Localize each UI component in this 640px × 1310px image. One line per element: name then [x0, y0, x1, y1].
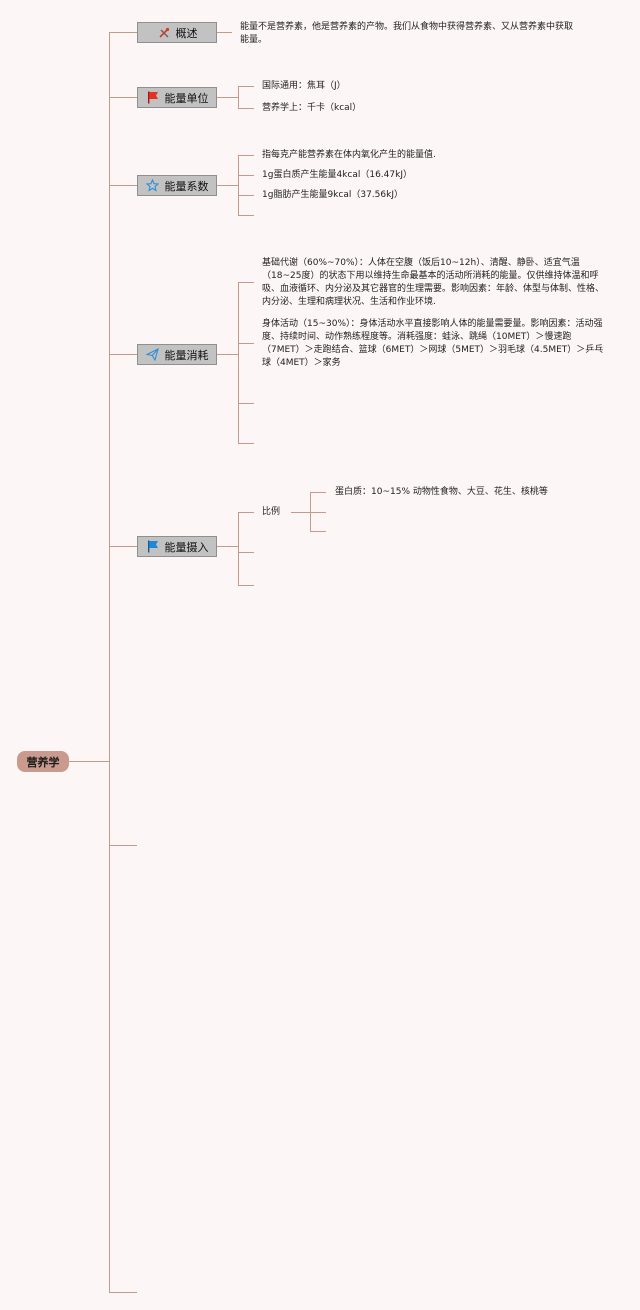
red-flag-icon: [146, 91, 160, 105]
paper-plane-icon: [146, 348, 160, 362]
coefficient-definition: 指每克产能营养素在体内氧化产生的能量值.: [262, 150, 436, 160]
blue-flag-icon: [146, 540, 160, 554]
intake-protein-ratio: 蛋白质：10~15% 动物性食物、大豆、花生、核桃等: [335, 487, 548, 497]
topic-label: 能量摄入: [164, 540, 209, 554]
coefficient-fat: 1g脂肪产生能量9kcal（37.56kJ）: [262, 190, 403, 200]
topic-energy-coefficient[interactable]: 能量系数: [137, 175, 217, 196]
overview-note: 能量不是营养素，他是营养素的产物。我们从食物中获得营养素、又从营养素中获取能量。: [240, 22, 574, 45]
topic-energy-intake[interactable]: 能量摄入: [137, 536, 217, 557]
tools-icon: [157, 26, 171, 40]
topic-label: 能量系数: [164, 179, 209, 193]
physical-activity-note: 身体活动（15~30%）：身体活动水平直接影响人体的能量需要量。影响因素：活动强…: [262, 319, 604, 368]
topic-energy-unit[interactable]: 能量单位: [137, 87, 217, 108]
topic-label: 概述: [175, 26, 198, 40]
root-node[interactable]: 营养学: [17, 751, 69, 772]
coefficient-protein: 1g蛋白质产生能量4kcal（16.47kJ）: [262, 170, 412, 180]
unit-nutrition: 营养学上：千卡（kcal）: [262, 103, 362, 113]
topic-label: 能量消耗: [164, 348, 209, 362]
topic-overview[interactable]: 概述: [137, 22, 217, 43]
topic-energy-consumption[interactable]: 能量消耗: [137, 344, 217, 365]
unit-international: 国际通用：焦耳（J）: [262, 81, 346, 91]
intake-ratio-label: 比例: [262, 507, 281, 517]
topic-label: 能量单位: [164, 91, 209, 105]
root-label: 营养学: [26, 755, 60, 769]
star-icon: [146, 179, 160, 193]
basal-metabolism-note: 基础代谢（60%~70%）：人体在空腹（饭后10~12h）、清醒、静卧、适宜气温…: [262, 258, 605, 307]
